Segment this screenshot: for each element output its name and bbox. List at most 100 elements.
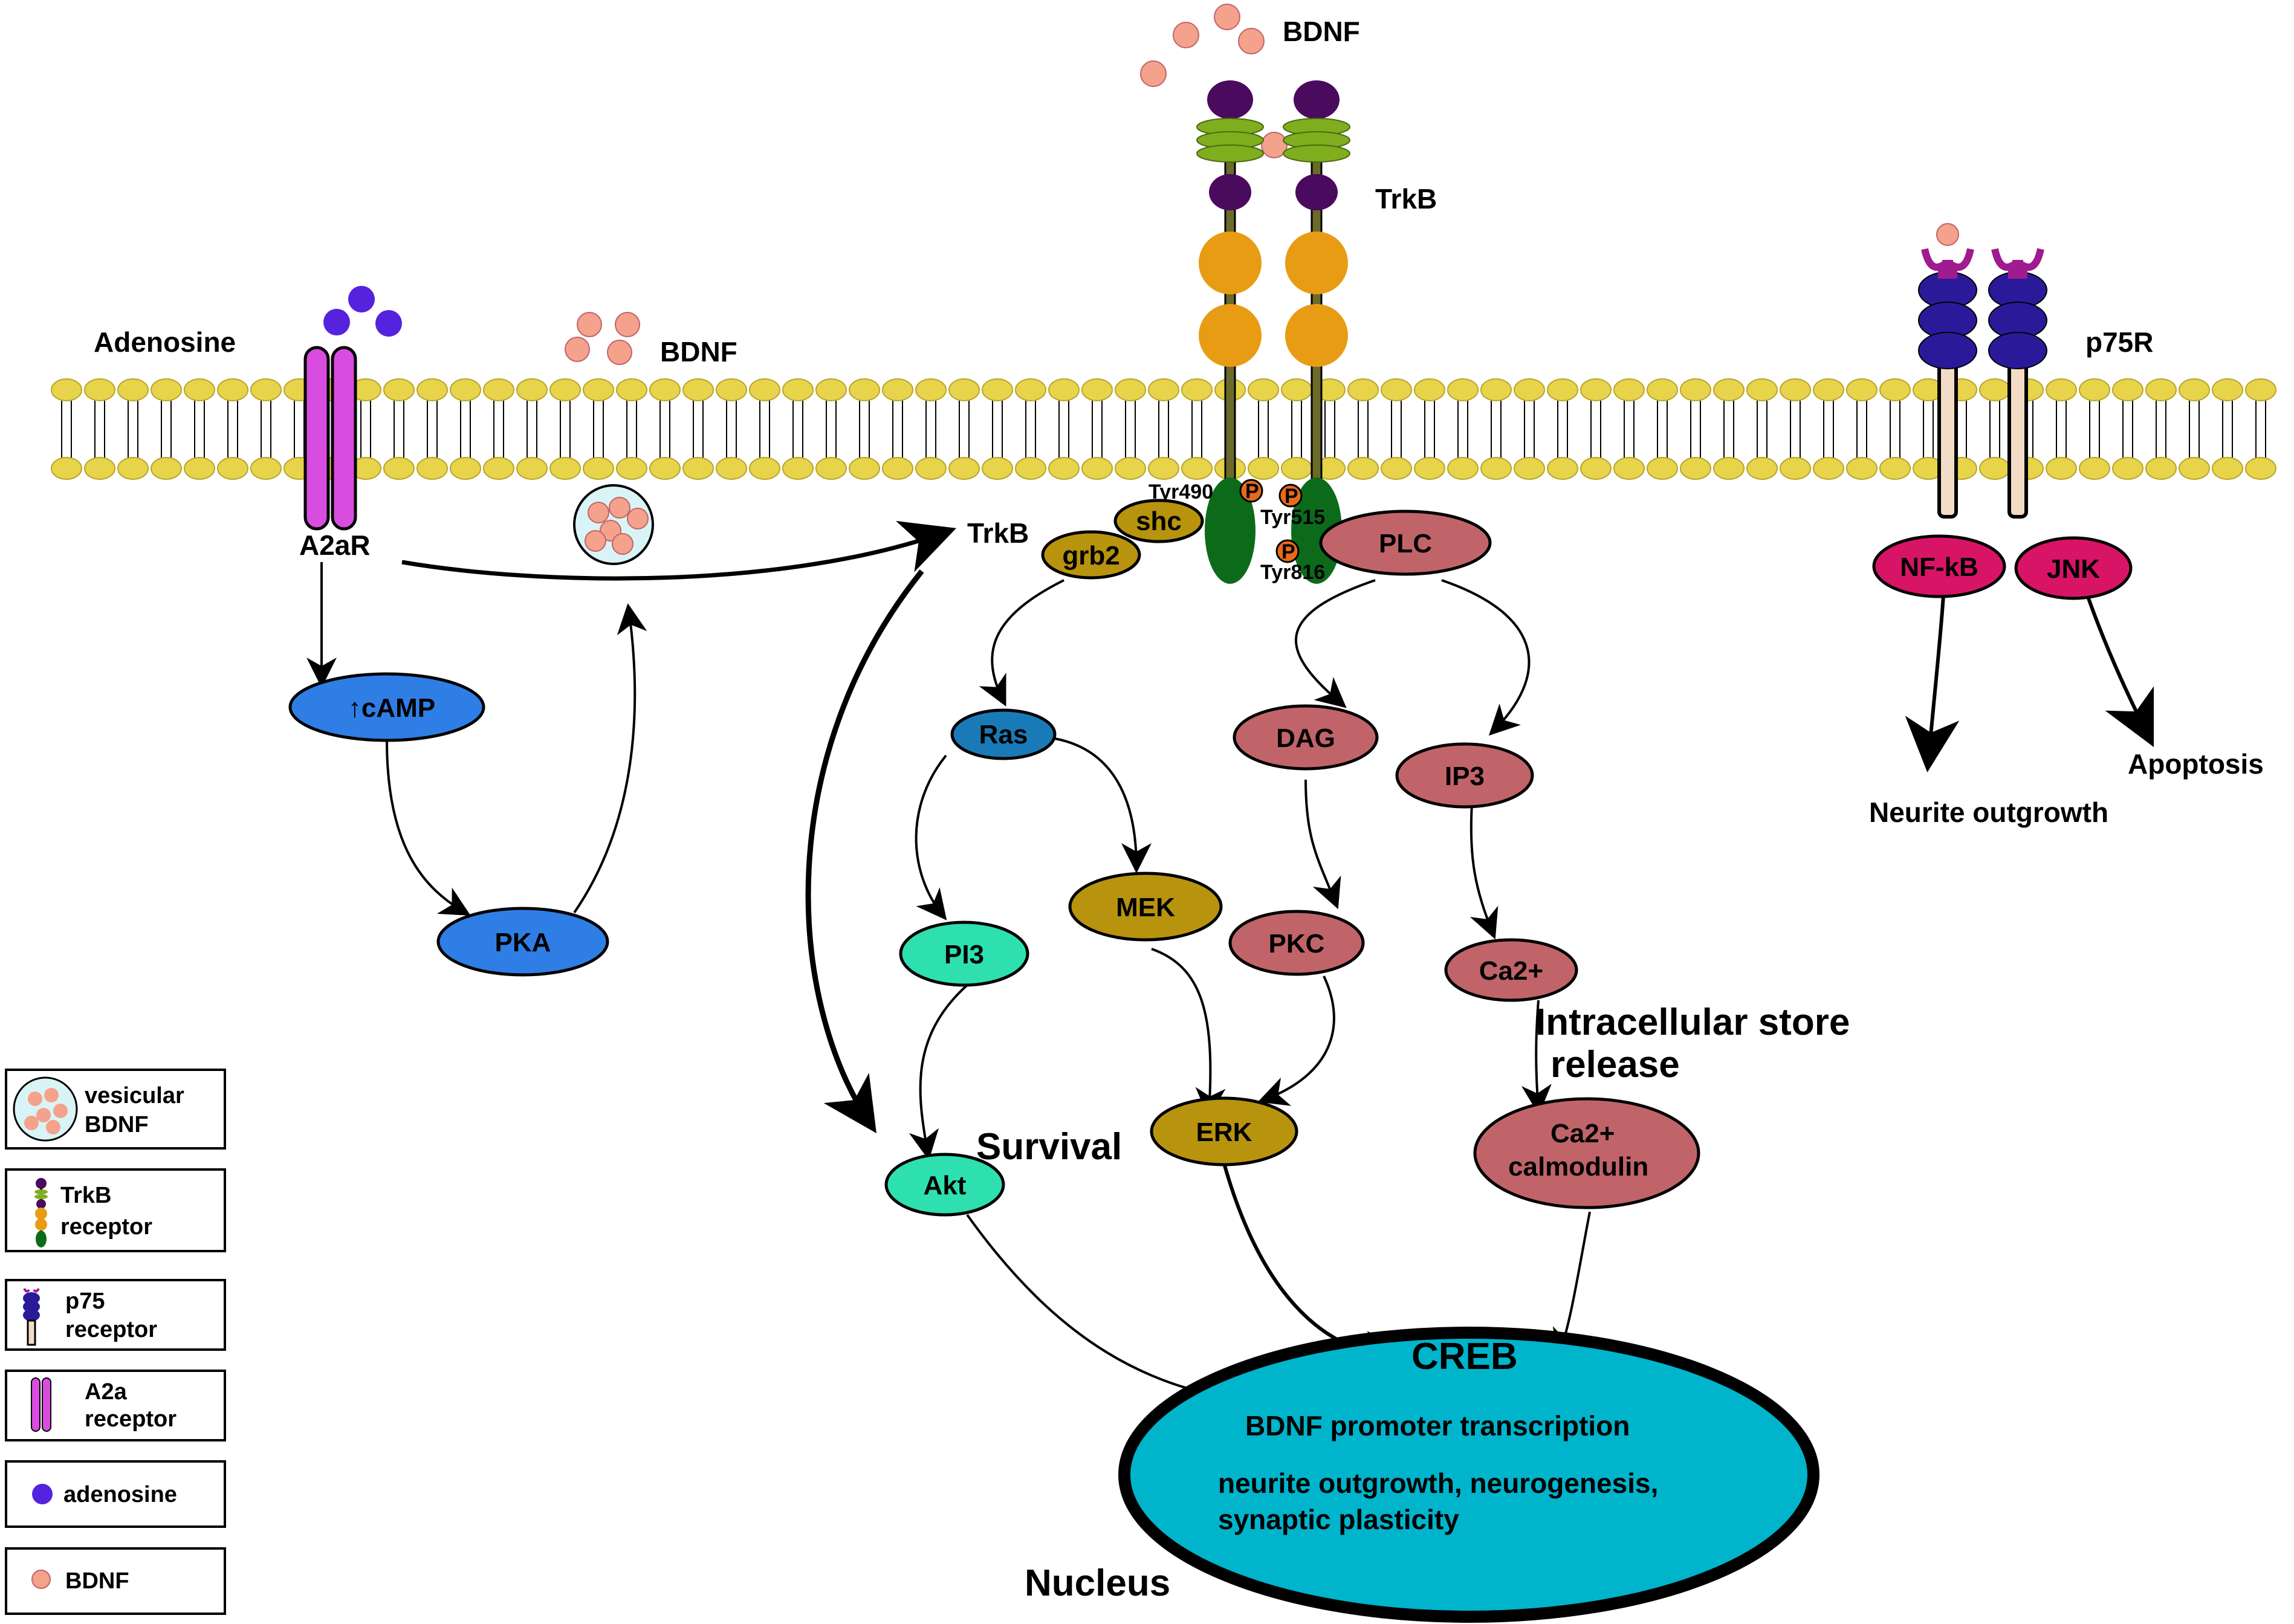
lipid-head: [1447, 378, 1479, 401]
lipid-head: [483, 378, 514, 401]
lipid-head: [1447, 457, 1479, 480]
lipid-head: [1081, 378, 1113, 401]
lipid-head: [1846, 378, 1878, 401]
p75-receptor-dimer: [1918, 248, 2047, 519]
lipid-head: [1048, 378, 1080, 401]
lipid-head: [1713, 378, 1745, 401]
lipid-head: [782, 378, 814, 401]
plc-label: PLC: [1379, 529, 1432, 558]
pathway-nodes: shc grb2 PLC ↑cAMP PKA Ras DAG IP3 PI3 M…: [288, 499, 2133, 1217]
a2a-receptor-icon: [31, 1377, 51, 1432]
a2ar-label: A2aR: [299, 529, 371, 561]
lipid-head: [84, 457, 115, 480]
lipid-head: [1647, 457, 1678, 480]
phospho-sites: P P P: [1239, 479, 1303, 563]
adenosine-cluster: [323, 286, 402, 337]
lipid-head: [815, 457, 847, 480]
lipid-head: [2179, 457, 2210, 480]
nfkb-node: [1872, 534, 2006, 598]
lipid-head: [982, 457, 1013, 480]
camp-node: [288, 672, 485, 742]
lipid-head: [151, 378, 182, 401]
lipid-head: [1248, 378, 1279, 401]
legend-adenosine: adenosine: [63, 1482, 177, 1507]
legend-trkb-1: TrkB: [60, 1183, 111, 1208]
intracellular-label-2: release: [1550, 1044, 1680, 1085]
lipid-head: [2079, 457, 2110, 480]
trkb-ig-domain: [1294, 80, 1340, 119]
lipid-head: [1347, 457, 1379, 480]
lipid-head: [1381, 457, 1412, 480]
lipid-head: [217, 457, 248, 480]
lipid-head: [2046, 457, 2077, 480]
lipid-head: [1879, 457, 1911, 480]
p75-domain: [1918, 332, 1977, 369]
jnk-label: JNK: [2047, 554, 2100, 584]
lipid-head: [616, 457, 647, 480]
lipid-head: [416, 378, 448, 401]
legend-a2a-2: receptor: [85, 1406, 177, 1432]
lipid-head: [1015, 457, 1046, 480]
bdnf-cluster-top: [1140, 4, 1288, 158]
lipid-head: [184, 457, 215, 480]
lipid-head: [383, 378, 415, 401]
shc-label: shc: [1136, 506, 1182, 536]
mek-node: [1068, 872, 1223, 942]
mek-label: MEK: [1116, 893, 1175, 922]
lipid-head: [849, 378, 880, 401]
bdnf-mid-label: BDNF: [660, 336, 737, 367]
lipid-head: [51, 457, 82, 480]
pi3-node: [899, 920, 1029, 987]
ca-calmodulin-node: [1473, 1097, 1700, 1209]
legend-a2a-1: A2a: [85, 1379, 128, 1405]
nucleus-text-line1: neurite outgrowth, neurogenesis,: [1218, 1467, 1658, 1499]
lipid-head: [1281, 378, 1312, 401]
lipid-head: [1115, 457, 1146, 480]
lipid-head: [2245, 378, 2276, 401]
lipid-head: [1580, 378, 1612, 401]
dag-node: [1233, 704, 1379, 771]
tyr515-label: Tyr515: [1260, 506, 1325, 529]
lipid-head: [1015, 378, 1046, 401]
lipid-head: [716, 378, 747, 401]
trkb-domain: [1285, 231, 1348, 294]
legend-trkb-2: receptor: [60, 1214, 152, 1240]
lipid-head: [2245, 457, 2276, 480]
lipid-head: [1414, 457, 1445, 480]
lipid-head: [1979, 457, 2010, 480]
trkb-kinase-domain: [1205, 477, 1256, 584]
lipid-head: [483, 457, 514, 480]
ras-node: [950, 708, 1057, 760]
nfkb-label: NF-kB: [1900, 552, 1978, 582]
lipid-head: [1780, 378, 1811, 401]
lipid-head: [1148, 457, 1179, 480]
lipid-head: [2112, 457, 2143, 480]
lipid-head: [1879, 378, 1911, 401]
lipid-head: [2079, 378, 2110, 401]
ca2-node: [1444, 938, 1578, 1002]
grb2-label: grb2: [1062, 541, 1119, 571]
ca-calmodulin-label-1: Ca2+: [1550, 1119, 1615, 1148]
lipid-head: [1580, 457, 1612, 480]
lipid-head: [1746, 457, 1778, 480]
survival-label: Survival: [976, 1126, 1122, 1168]
trkb-receptor-icon: [34, 1178, 48, 1247]
adenosine-label: Adenosine: [94, 326, 236, 358]
lipid-head: [1248, 457, 1279, 480]
legend-box-p75: [5, 1279, 226, 1351]
lipid-head: [1480, 457, 1512, 480]
lipid-head: [2179, 378, 2210, 401]
neurite-outgrowth-label: Neurite outgrowth: [1869, 797, 2108, 828]
bdnf-on-p75: [1936, 223, 1959, 246]
p75-domain: [1988, 332, 2047, 369]
lipid-head: [948, 378, 980, 401]
trkb-domain: [1285, 304, 1348, 367]
lipid-head: [882, 457, 913, 480]
lipid-head: [649, 378, 681, 401]
lipid-head: [882, 378, 913, 401]
trkb-ig-domain: [1207, 80, 1253, 119]
lipid-head: [1148, 378, 1179, 401]
trkb-top-label: TrkB: [1375, 183, 1437, 215]
lipid-head: [682, 457, 714, 480]
p75-receptor-icon: [23, 1288, 40, 1346]
